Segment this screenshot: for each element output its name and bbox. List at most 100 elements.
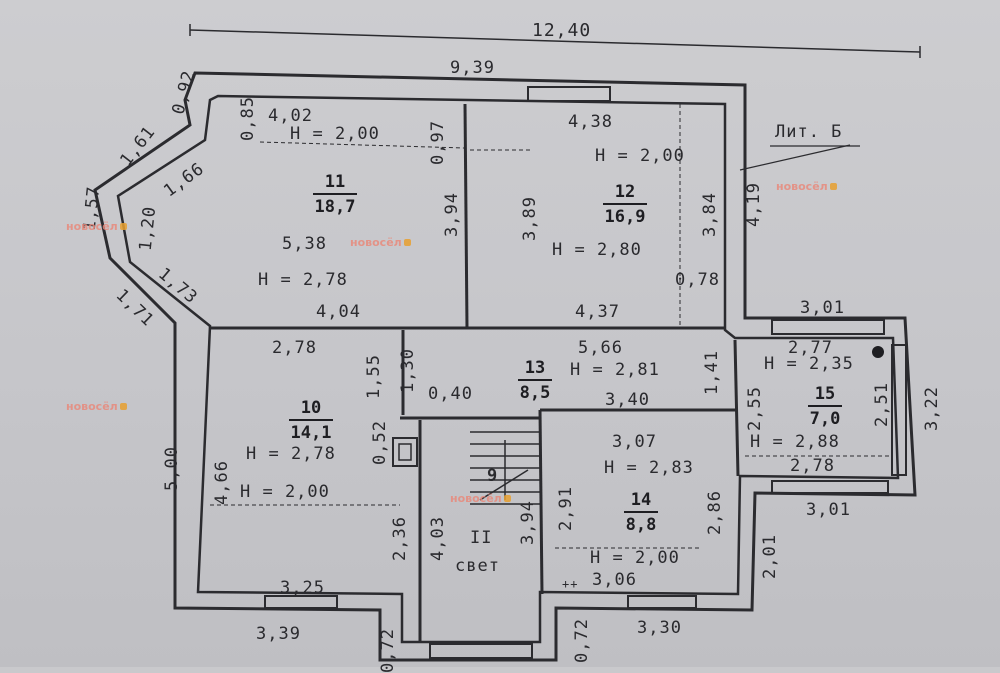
dim-label: 5,00 (161, 446, 182, 491)
room-number: 15 (814, 384, 836, 404)
room-area: 8,5 (519, 383, 551, 403)
room-number: 10 (300, 398, 322, 418)
dim-label: 2,78 (272, 338, 317, 358)
light-well-label: свет (455, 556, 500, 576)
dim-label: 4,19 (743, 182, 764, 227)
dim-label: 2,86 (704, 490, 725, 535)
dim-label: 0,72 (571, 618, 592, 663)
watermark-logo-icon (403, 239, 411, 246)
dim-label: 3,89 (519, 196, 540, 241)
watermark-logo-icon (119, 403, 127, 410)
wall-14-left (538, 409, 544, 595)
dim-label: 3,94 (517, 500, 538, 545)
watermark: новосёл (776, 180, 837, 193)
dim-label: 1,41 (701, 350, 722, 395)
room-15: 15 7,0 (800, 384, 850, 429)
light-well-roman: II (470, 528, 493, 548)
window-light (429, 643, 533, 659)
dim-label: 1,30 (397, 348, 418, 393)
height-label: H = 2,00 (590, 548, 680, 568)
dim-label: 3,94 (441, 192, 462, 237)
height-label: H = 2,78 (258, 270, 348, 290)
room-number: 11 (324, 172, 346, 192)
height-label: H = 2,80 (552, 240, 642, 260)
window-15-top (771, 319, 885, 335)
watermark-logo-icon (119, 223, 127, 230)
room-12: 12 16,9 (590, 182, 660, 227)
watermark: новосёл (66, 220, 127, 233)
boiler-icon (872, 346, 884, 358)
dim-label: 3,25 (280, 578, 325, 598)
height-label: H = 2,35 (764, 354, 854, 374)
watermark-logo-icon (503, 495, 511, 502)
dim-label: 4,38 (568, 112, 613, 132)
room-number: 13 (524, 358, 546, 378)
inner-wall (116, 94, 900, 644)
room-10: 10 14,1 (276, 398, 346, 443)
dim-label: 4,02 (268, 106, 313, 126)
watermark: новосёл (66, 400, 127, 413)
dim-label: 3,40 (605, 390, 650, 410)
room-area: 18,7 (314, 197, 356, 217)
room-area: 8,8 (625, 515, 657, 535)
dim-label: 2,01 (759, 534, 780, 579)
dim-label: 4,04 (316, 302, 361, 322)
dim-label: 3,30 (637, 618, 682, 638)
outer-wall (93, 71, 917, 662)
window-10 (264, 595, 338, 609)
window-12 (527, 86, 611, 102)
chimney (392, 437, 418, 467)
dim-label: 0,72 (377, 628, 398, 673)
dim-label: 2,55 (744, 386, 765, 431)
dim-label: 3,01 (800, 298, 845, 318)
dim-label: 3,06 (592, 570, 637, 590)
height-label: H = 2,00 (240, 482, 330, 502)
stairs (470, 431, 540, 505)
dim-label: 4,03 (427, 516, 448, 561)
dim-label: 0,40 (428, 384, 473, 404)
height-label: H = 2,00 (290, 124, 380, 144)
dim-label: 1,55 (363, 354, 384, 399)
watermark: новосёл (450, 492, 511, 505)
dim-label: 3,84 (699, 192, 720, 237)
dim-top-wall: 9,39 (450, 58, 495, 78)
dim-label: 0,52 (369, 420, 390, 465)
watermark-logo-icon (829, 183, 837, 190)
room-area: 7,0 (809, 409, 841, 429)
room-11: 11 18,7 (300, 172, 370, 217)
dim-label: 5,38 (282, 234, 327, 254)
dim-label: 2,51 (871, 382, 892, 427)
plus-marks: ++ (562, 577, 579, 591)
dim-label: 2,78 (790, 456, 835, 476)
dim-label: 4,37 (575, 302, 620, 322)
dim-label: 2,77 (788, 338, 833, 358)
height-label: H = 2,78 (246, 444, 336, 464)
window-15-bottom (771, 480, 889, 494)
watermark: новосёл (350, 236, 411, 249)
dim-label: 0,97 (427, 120, 448, 165)
dim-overall: 12,40 (532, 20, 592, 41)
dim-label: 5,66 (578, 338, 623, 358)
dim-label: 2,36 (389, 516, 410, 561)
dim-label: 0,85 (237, 96, 258, 141)
dim-label: 2,91 (555, 486, 576, 531)
dim-label: 3,01 (806, 500, 851, 520)
room-13: 13 8,5 (510, 358, 560, 403)
window-15-side (891, 344, 907, 476)
room-number: 14 (630, 490, 652, 510)
dim-label: 3,22 (921, 386, 942, 431)
dim-label: 0,78 (675, 270, 720, 290)
dimension-line-overall (189, 29, 921, 53)
room-number: 12 (614, 182, 636, 202)
height-label: H = 2,83 (604, 458, 694, 478)
dim-label: 4,66 (211, 460, 232, 505)
stair-number: 9 (487, 466, 499, 486)
room-14: 14 8,8 (616, 490, 666, 535)
wall-11-12 (463, 103, 469, 329)
room-area: 16,9 (604, 207, 646, 227)
height-label: H = 2,00 (595, 146, 685, 166)
dim-label: 3,39 (256, 624, 301, 644)
lit-label: Лит. Б (775, 122, 843, 142)
dim-label: 1,20 (135, 205, 161, 252)
